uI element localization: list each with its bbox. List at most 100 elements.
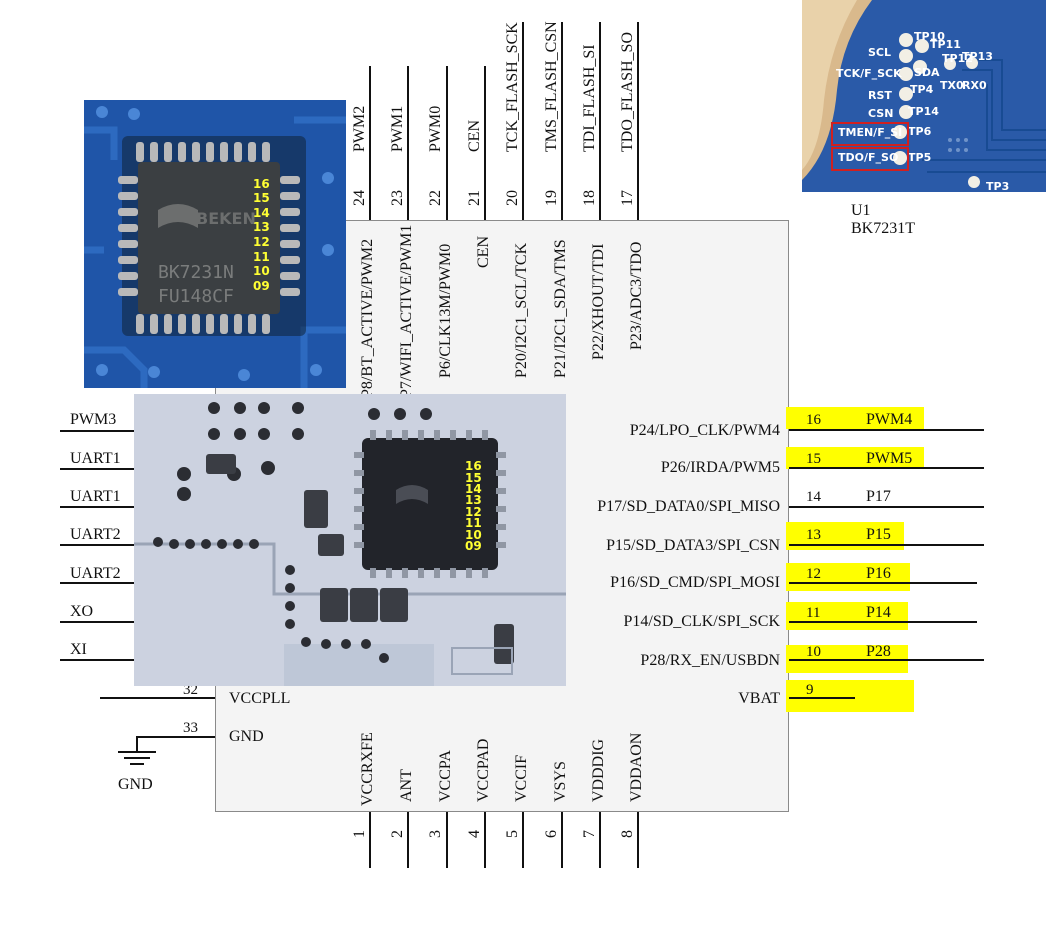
photo-pin-label: 10 bbox=[465, 528, 482, 542]
pcb-label: TP13 bbox=[962, 50, 993, 63]
net-label: P16 bbox=[866, 565, 891, 582]
pin-number: 1 bbox=[351, 830, 368, 838]
pin-line bbox=[789, 467, 984, 469]
pin-line bbox=[407, 812, 409, 868]
pin-name: VCCPA bbox=[437, 750, 454, 802]
pcb-label: TX0 bbox=[940, 79, 964, 92]
pin-line bbox=[789, 429, 984, 431]
photo-pin-label: 16 bbox=[253, 177, 270, 191]
pin-name: VCCPAD bbox=[475, 738, 492, 802]
pin-line bbox=[637, 22, 639, 220]
pin-name: CEN bbox=[475, 236, 492, 268]
pin-line bbox=[561, 22, 563, 220]
pin-number: 10 bbox=[806, 644, 821, 660]
pin-line bbox=[484, 812, 486, 868]
photo-pin-label: 15 bbox=[465, 471, 482, 485]
pcb-label: TMEN/F_SI bbox=[838, 126, 902, 139]
net-label: UART1 bbox=[70, 450, 121, 467]
pin-number: 6 bbox=[543, 830, 560, 838]
photo-pin-label: 15 bbox=[253, 191, 270, 205]
board-pin-labels: 16 15 14 13 12 11 10 09 bbox=[465, 459, 482, 553]
highlight-box bbox=[786, 563, 910, 591]
photo-pin-label: 13 bbox=[253, 220, 270, 234]
pin-line bbox=[789, 544, 984, 546]
pin-line bbox=[522, 812, 524, 868]
highlight-box bbox=[786, 680, 914, 712]
net-label: TCK_FLASH_SCK bbox=[504, 22, 521, 152]
pin-number: 12 bbox=[806, 566, 821, 582]
net-label: UART1 bbox=[70, 488, 121, 505]
net-label: PWM3 bbox=[70, 411, 117, 428]
pin-line bbox=[789, 621, 977, 623]
pin-number: 32 bbox=[183, 682, 198, 698]
pin-line bbox=[484, 66, 486, 220]
pcb-label: TP5 bbox=[908, 151, 931, 164]
net-line bbox=[60, 621, 140, 623]
pin-number: 20 bbox=[504, 190, 521, 206]
pcb-label: TP11 bbox=[930, 38, 961, 51]
pin-name: ANT bbox=[398, 769, 415, 802]
pin-number: 8 bbox=[619, 830, 636, 838]
net-line bbox=[60, 544, 140, 546]
net-label: PWM4 bbox=[866, 411, 913, 428]
pin-number: 17 bbox=[619, 190, 636, 206]
net-label: TDO_FLASH_SO bbox=[619, 31, 636, 152]
pin-name: P17/SD_DATA0/SPI_MISO bbox=[597, 498, 780, 515]
chip-marking-line1: BK7231N bbox=[158, 262, 234, 283]
part-value: BK7231T bbox=[851, 220, 915, 237]
highlight-box bbox=[786, 602, 908, 630]
pcb-label: TP6 bbox=[908, 125, 932, 138]
pin-name: VCCIF bbox=[513, 754, 530, 802]
net-line bbox=[60, 430, 140, 432]
pcb-testpoints-photo: TP10 TP11 SCL TP12 TP13 TCK/F_SCK SDA TX… bbox=[802, 0, 1046, 192]
pin-name: P23/ADC3/TDO bbox=[628, 241, 645, 350]
pin-name: P24/LPO_CLK/PWM4 bbox=[629, 422, 780, 439]
net-label: UART2 bbox=[70, 526, 121, 543]
chip-marking-line2: FU148CF bbox=[158, 286, 234, 307]
pin-name: P15/SD_DATA3/SPI_CSN bbox=[606, 537, 780, 554]
net-label: P14 bbox=[866, 604, 891, 621]
pin-name: P22/XHOUT/TDI bbox=[590, 243, 607, 360]
net-label: P28 bbox=[866, 643, 891, 660]
pin-name: P16/SD_CMD/SPI_MOSI bbox=[610, 574, 780, 591]
net-label: P17 bbox=[866, 488, 891, 505]
pcb-label: TP12 bbox=[942, 52, 973, 65]
pin-line bbox=[561, 812, 563, 868]
pcb-label: TP10 bbox=[914, 30, 945, 43]
pin-line bbox=[599, 22, 601, 220]
pin-number: 3 bbox=[427, 830, 444, 838]
pin-name: P28/RX_EN/USBDN bbox=[640, 652, 780, 669]
net-line bbox=[60, 468, 140, 470]
pin-number: 4 bbox=[466, 830, 483, 838]
pcb-label: TP3 bbox=[986, 180, 1009, 192]
pin-line bbox=[100, 697, 215, 699]
pin-line bbox=[789, 659, 984, 661]
net-label: XI bbox=[70, 641, 87, 658]
pin-number: 16 bbox=[806, 412, 821, 428]
pcb-label: TCK/F_SCK bbox=[836, 67, 902, 80]
highlight-box bbox=[786, 407, 924, 429]
pin-name: P14/SD_CLK/SPI_SCK bbox=[623, 613, 781, 630]
net-label: CEN bbox=[466, 120, 483, 152]
photo-pin-label: 11 bbox=[465, 516, 482, 530]
photo-pin-label: 14 bbox=[465, 482, 482, 496]
photo-pin-label: 12 bbox=[465, 505, 482, 519]
pin-line bbox=[599, 812, 601, 868]
pcb-label: TDO/F_SO bbox=[838, 151, 898, 164]
pcb-label: RST bbox=[868, 89, 892, 102]
pin-number: 5 bbox=[504, 830, 521, 838]
pin-number: 15 bbox=[806, 451, 821, 467]
net-label: UART2 bbox=[70, 565, 121, 582]
pin-number: 21 bbox=[466, 190, 483, 206]
ground-symbol-icon bbox=[118, 736, 156, 765]
pin-number: 11 bbox=[806, 605, 821, 621]
pin-number: 24 bbox=[351, 190, 368, 206]
net-label: PWM0 bbox=[427, 105, 444, 152]
pin-name: P26/IRDA/PWM5 bbox=[660, 459, 780, 476]
net-label: P15 bbox=[866, 526, 891, 543]
part-ref: U1 bbox=[851, 202, 871, 219]
pin-line bbox=[446, 66, 448, 220]
photo-pin-label: 10 bbox=[253, 264, 270, 278]
chip-brand: BEKEN bbox=[196, 209, 256, 228]
pcb-label: TP4 bbox=[910, 83, 934, 96]
